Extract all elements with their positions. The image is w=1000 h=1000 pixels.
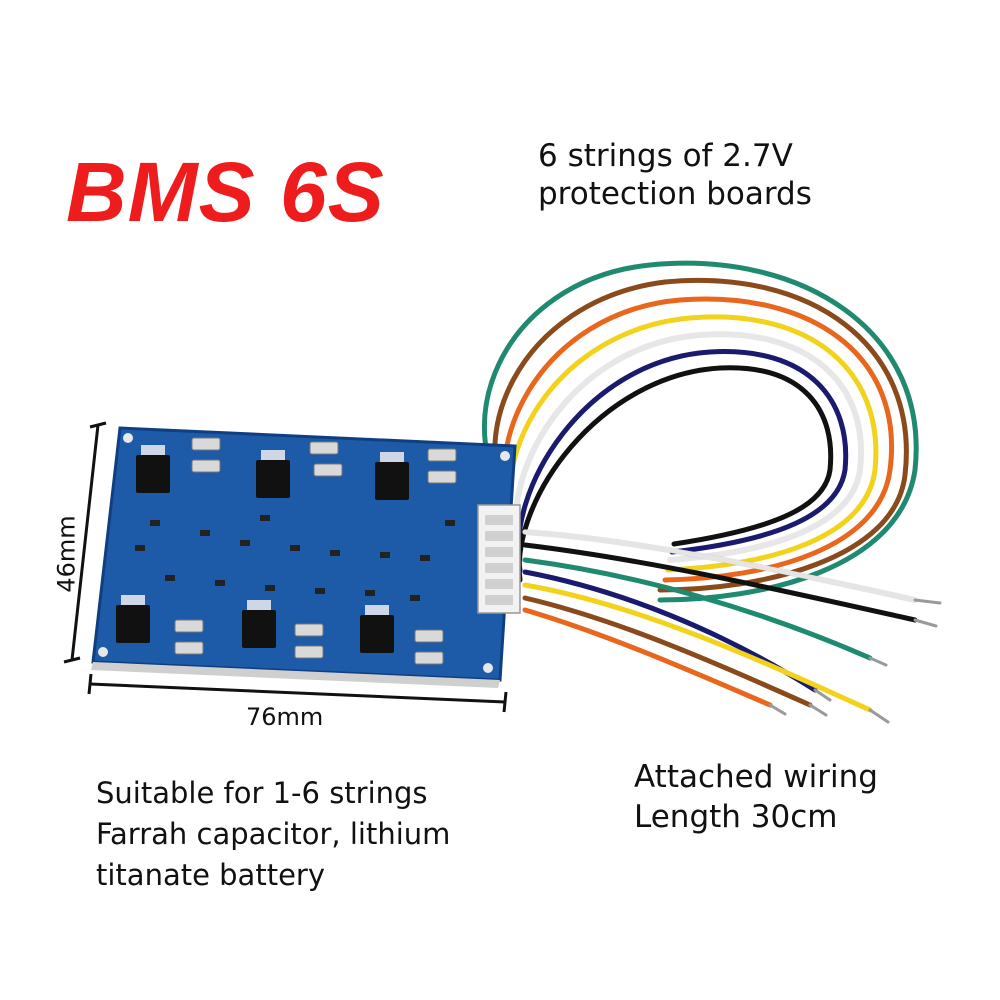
black-wire: [516, 365, 834, 583]
suitability-line-2: Farrah capacitor, lithium: [96, 817, 451, 851]
mounting-holes: [98, 433, 510, 673]
suitability-line-1: Suitable for 1-6 strings: [96, 776, 428, 810]
protection-line-2: protection boards: [538, 176, 812, 212]
width-dimension-label: 76mm: [246, 703, 324, 731]
orange-wire: [501, 296, 894, 583]
navy-wire: [515, 349, 849, 573]
protection-description: 6 strings of 2.7V protection boards: [538, 137, 812, 213]
wire-tips: [768, 598, 942, 724]
wire-connector: [477, 504, 521, 614]
height-dimension-line: [70, 424, 100, 661]
wiring-line-2: Length 30cm: [634, 799, 838, 835]
small-components: [135, 515, 455, 601]
suitability-description: Suitable for 1-6 strings Farrah capacito…: [96, 773, 450, 896]
height-dimension-label: 46mm: [52, 515, 81, 593]
wiring-description: Attached wiring Length 30cm: [634, 757, 878, 837]
wire-bundle: [482, 260, 919, 603]
mosfet-tabs: [121, 445, 404, 615]
mosfet-chips: [116, 455, 409, 653]
yellow-wire: [506, 314, 879, 573]
pcb-board: [91, 426, 521, 688]
brown-wire: [492, 277, 909, 593]
width-dimension-line: [89, 682, 506, 704]
protection-line-1: 6 strings of 2.7V: [538, 138, 793, 174]
suitability-line-3: titanate battery: [96, 858, 325, 892]
wire-tails: [522, 529, 918, 713]
green-wire: [482, 260, 919, 603]
product-title: BMS 6S: [66, 145, 385, 239]
white-wire: [512, 331, 864, 563]
dimension-lines: [63, 421, 508, 713]
resistors: [174, 437, 457, 665]
wiring-line-1: Attached wiring: [634, 759, 878, 795]
